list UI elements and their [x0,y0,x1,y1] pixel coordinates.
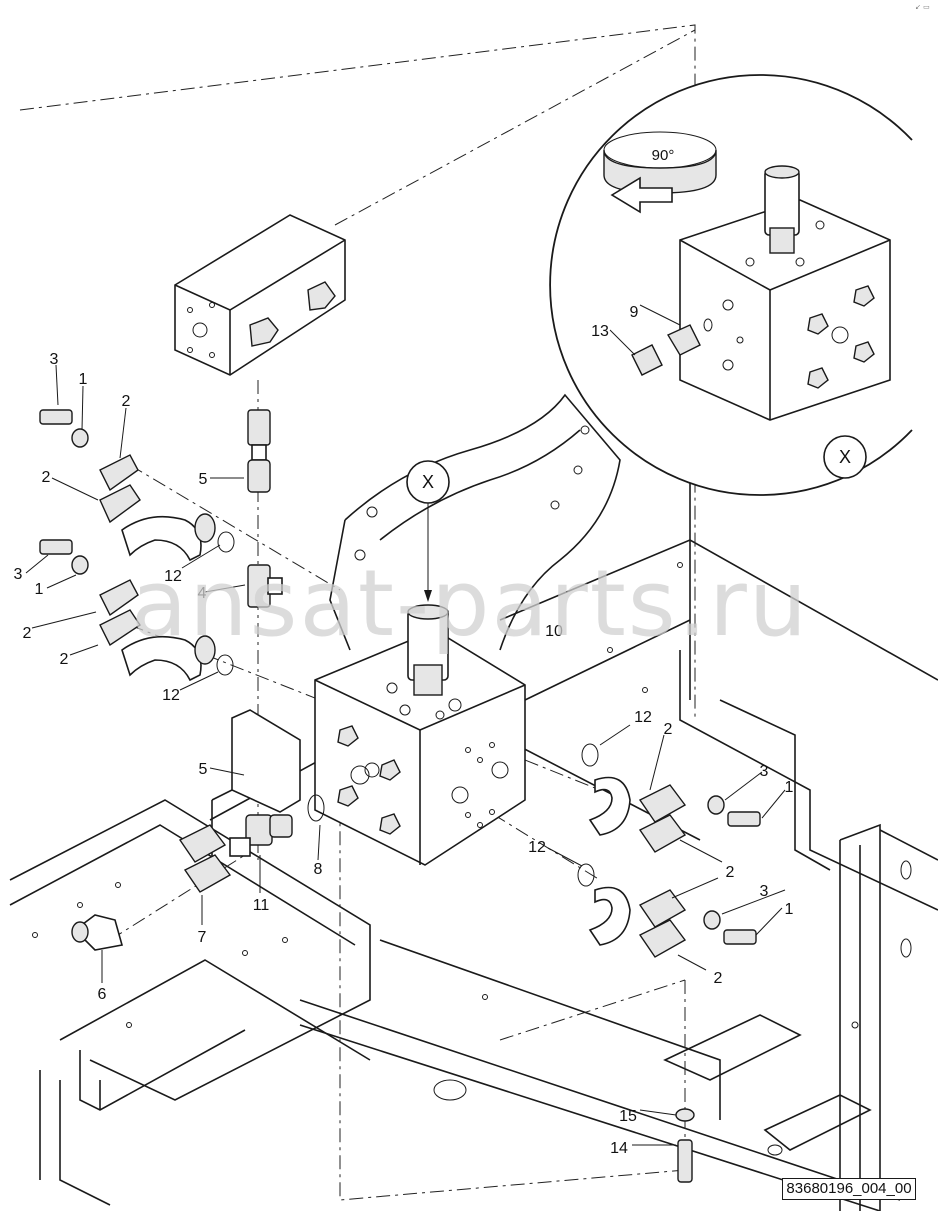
corner-mark: ↙ ▭ [915,3,930,11]
detail-x-label-inset: X [839,447,851,467]
callout-6: 6 [98,986,107,1003]
tee-fitting-4 [247,564,283,608]
detail-x-leader [424,503,432,602]
callout-12: 12 [528,839,546,856]
callout-1: 1 [785,901,794,918]
callout-7: 7 [198,929,207,946]
callout-3: 3 [760,763,769,780]
mounting-bracket [211,709,301,870]
watermark-text: ansat-parts.ru [131,550,809,657]
flange-clamp-upper-left [39,409,235,562]
callout-2: 2 [122,393,131,410]
callout-5: 5 [199,761,208,778]
union-fitting [247,409,271,493]
callout-13: 13 [591,323,609,340]
callout-12: 12 [162,687,180,704]
detail-x-marker-main: X [406,460,450,504]
callout-1: 1 [785,779,794,796]
detail-x-label: X [422,472,434,492]
callout-9: 9 [630,304,639,321]
o-ring-8 [307,794,325,822]
document-number: 83680196_004_00 [782,1178,916,1200]
flange-clamp-upper-right [581,743,761,853]
callout-1: 1 [79,371,88,388]
rotation-label: 90° [652,147,675,164]
bolt-14-washer-15 [675,1108,695,1183]
callout-4: 4 [198,585,207,602]
callout-5: 5 [199,471,208,488]
upper-valve-block [174,214,346,376]
callout-15: 15 [619,1108,637,1125]
callout-8: 8 [314,861,323,878]
detail-x-marker-circle: X [823,435,867,479]
detail-x-circle [549,74,913,496]
callout-14: 14 [610,1140,628,1157]
callout-12: 12 [164,568,182,585]
callout-2: 2 [664,721,673,738]
flange-clamp-lower-right [577,863,757,958]
callout-12: 12 [634,709,652,726]
flange-clamp-lower-left [39,539,234,682]
callout-2: 2 [60,651,69,668]
callout-3: 3 [50,351,59,368]
callout-labels: 3 1 2 2 5 3 1 12 4 2 2 12 5 8 11 7 6 10 … [14,304,794,1157]
callout-2: 2 [726,864,735,881]
callout-3: 3 [14,566,23,583]
main-valve-block [314,604,526,866]
callout-11: 11 [253,897,270,914]
callout-2: 2 [42,469,51,486]
callout-2: 2 [23,625,32,642]
callout-3: 3 [760,883,769,900]
callout-10: 10 [545,623,563,640]
clamp-7-and-elbow-6 [71,824,232,951]
callout-leaders [25,304,786,1146]
callout-1: 1 [35,581,44,598]
callout-2: 2 [714,970,723,987]
